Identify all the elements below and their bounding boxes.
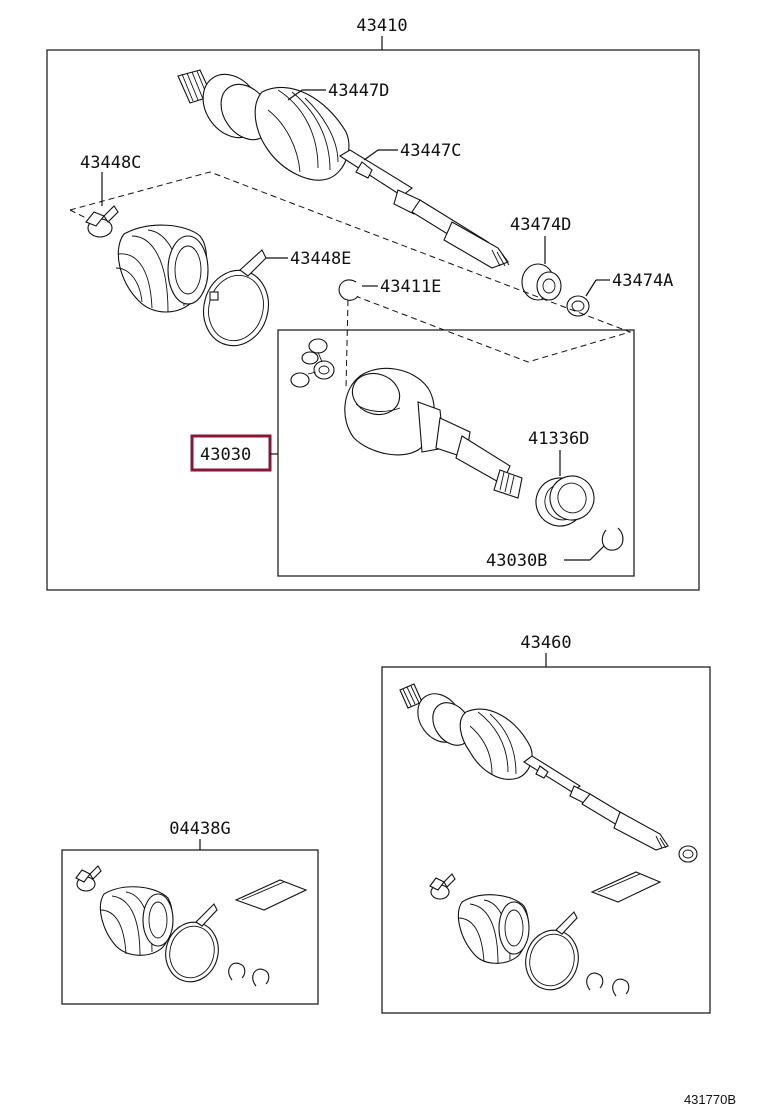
- snap-ring-icon: [338, 279, 359, 301]
- clamp-icon: [85, 205, 119, 238]
- label-43448E[interactable]: 43448E: [290, 249, 351, 269]
- assembly-43030-frame: [277, 329, 635, 577]
- seal-icon: [535, 475, 595, 527]
- label-41336D[interactable]: 41336D: [528, 429, 589, 449]
- drive-shaft-icon: [177, 69, 510, 269]
- label-04438G[interactable]: 04438G: [169, 819, 230, 839]
- assembly-43410: 43410 43447D 43447C: [46, 16, 700, 591]
- label-43474A[interactable]: 43474A: [612, 271, 673, 291]
- label-43460[interactable]: 43460: [520, 633, 571, 653]
- tripod-icon: [290, 338, 335, 388]
- label-43030B[interactable]: 43030B: [486, 551, 547, 571]
- label-43411E[interactable]: 43411E: [380, 277, 441, 297]
- boot-icon: [115, 224, 209, 313]
- label-43410[interactable]: 43410: [356, 16, 407, 36]
- inner-joint-icon: [344, 367, 523, 499]
- assembly-43410-frame: [46, 49, 700, 591]
- kit-04438G: 04438G: [61, 819, 319, 1005]
- bearing-icon: [521, 263, 562, 301]
- assembly-43460: 43460: [381, 633, 711, 1014]
- assembly-43460-frame: [381, 666, 711, 1014]
- label-43030[interactable]: 43030: [200, 445, 251, 465]
- label-43474D[interactable]: 43474D: [510, 215, 571, 235]
- label-43448C[interactable]: 43448C: [80, 153, 141, 173]
- band-clamp-icon: [203, 249, 269, 347]
- label-43447D[interactable]: 43447D: [328, 81, 389, 101]
- ring-icon: [566, 295, 590, 317]
- kit-04438G-frame: [61, 849, 319, 1005]
- circlip-icon: [601, 527, 624, 551]
- reference-code: 431770B: [684, 1092, 736, 1107]
- boot-kit-icon: [75, 865, 308, 987]
- label-43447C[interactable]: 43447C: [400, 141, 461, 161]
- drive-shaft-kit-icon: [399, 683, 698, 997]
- highlight-43030: [190, 434, 272, 472]
